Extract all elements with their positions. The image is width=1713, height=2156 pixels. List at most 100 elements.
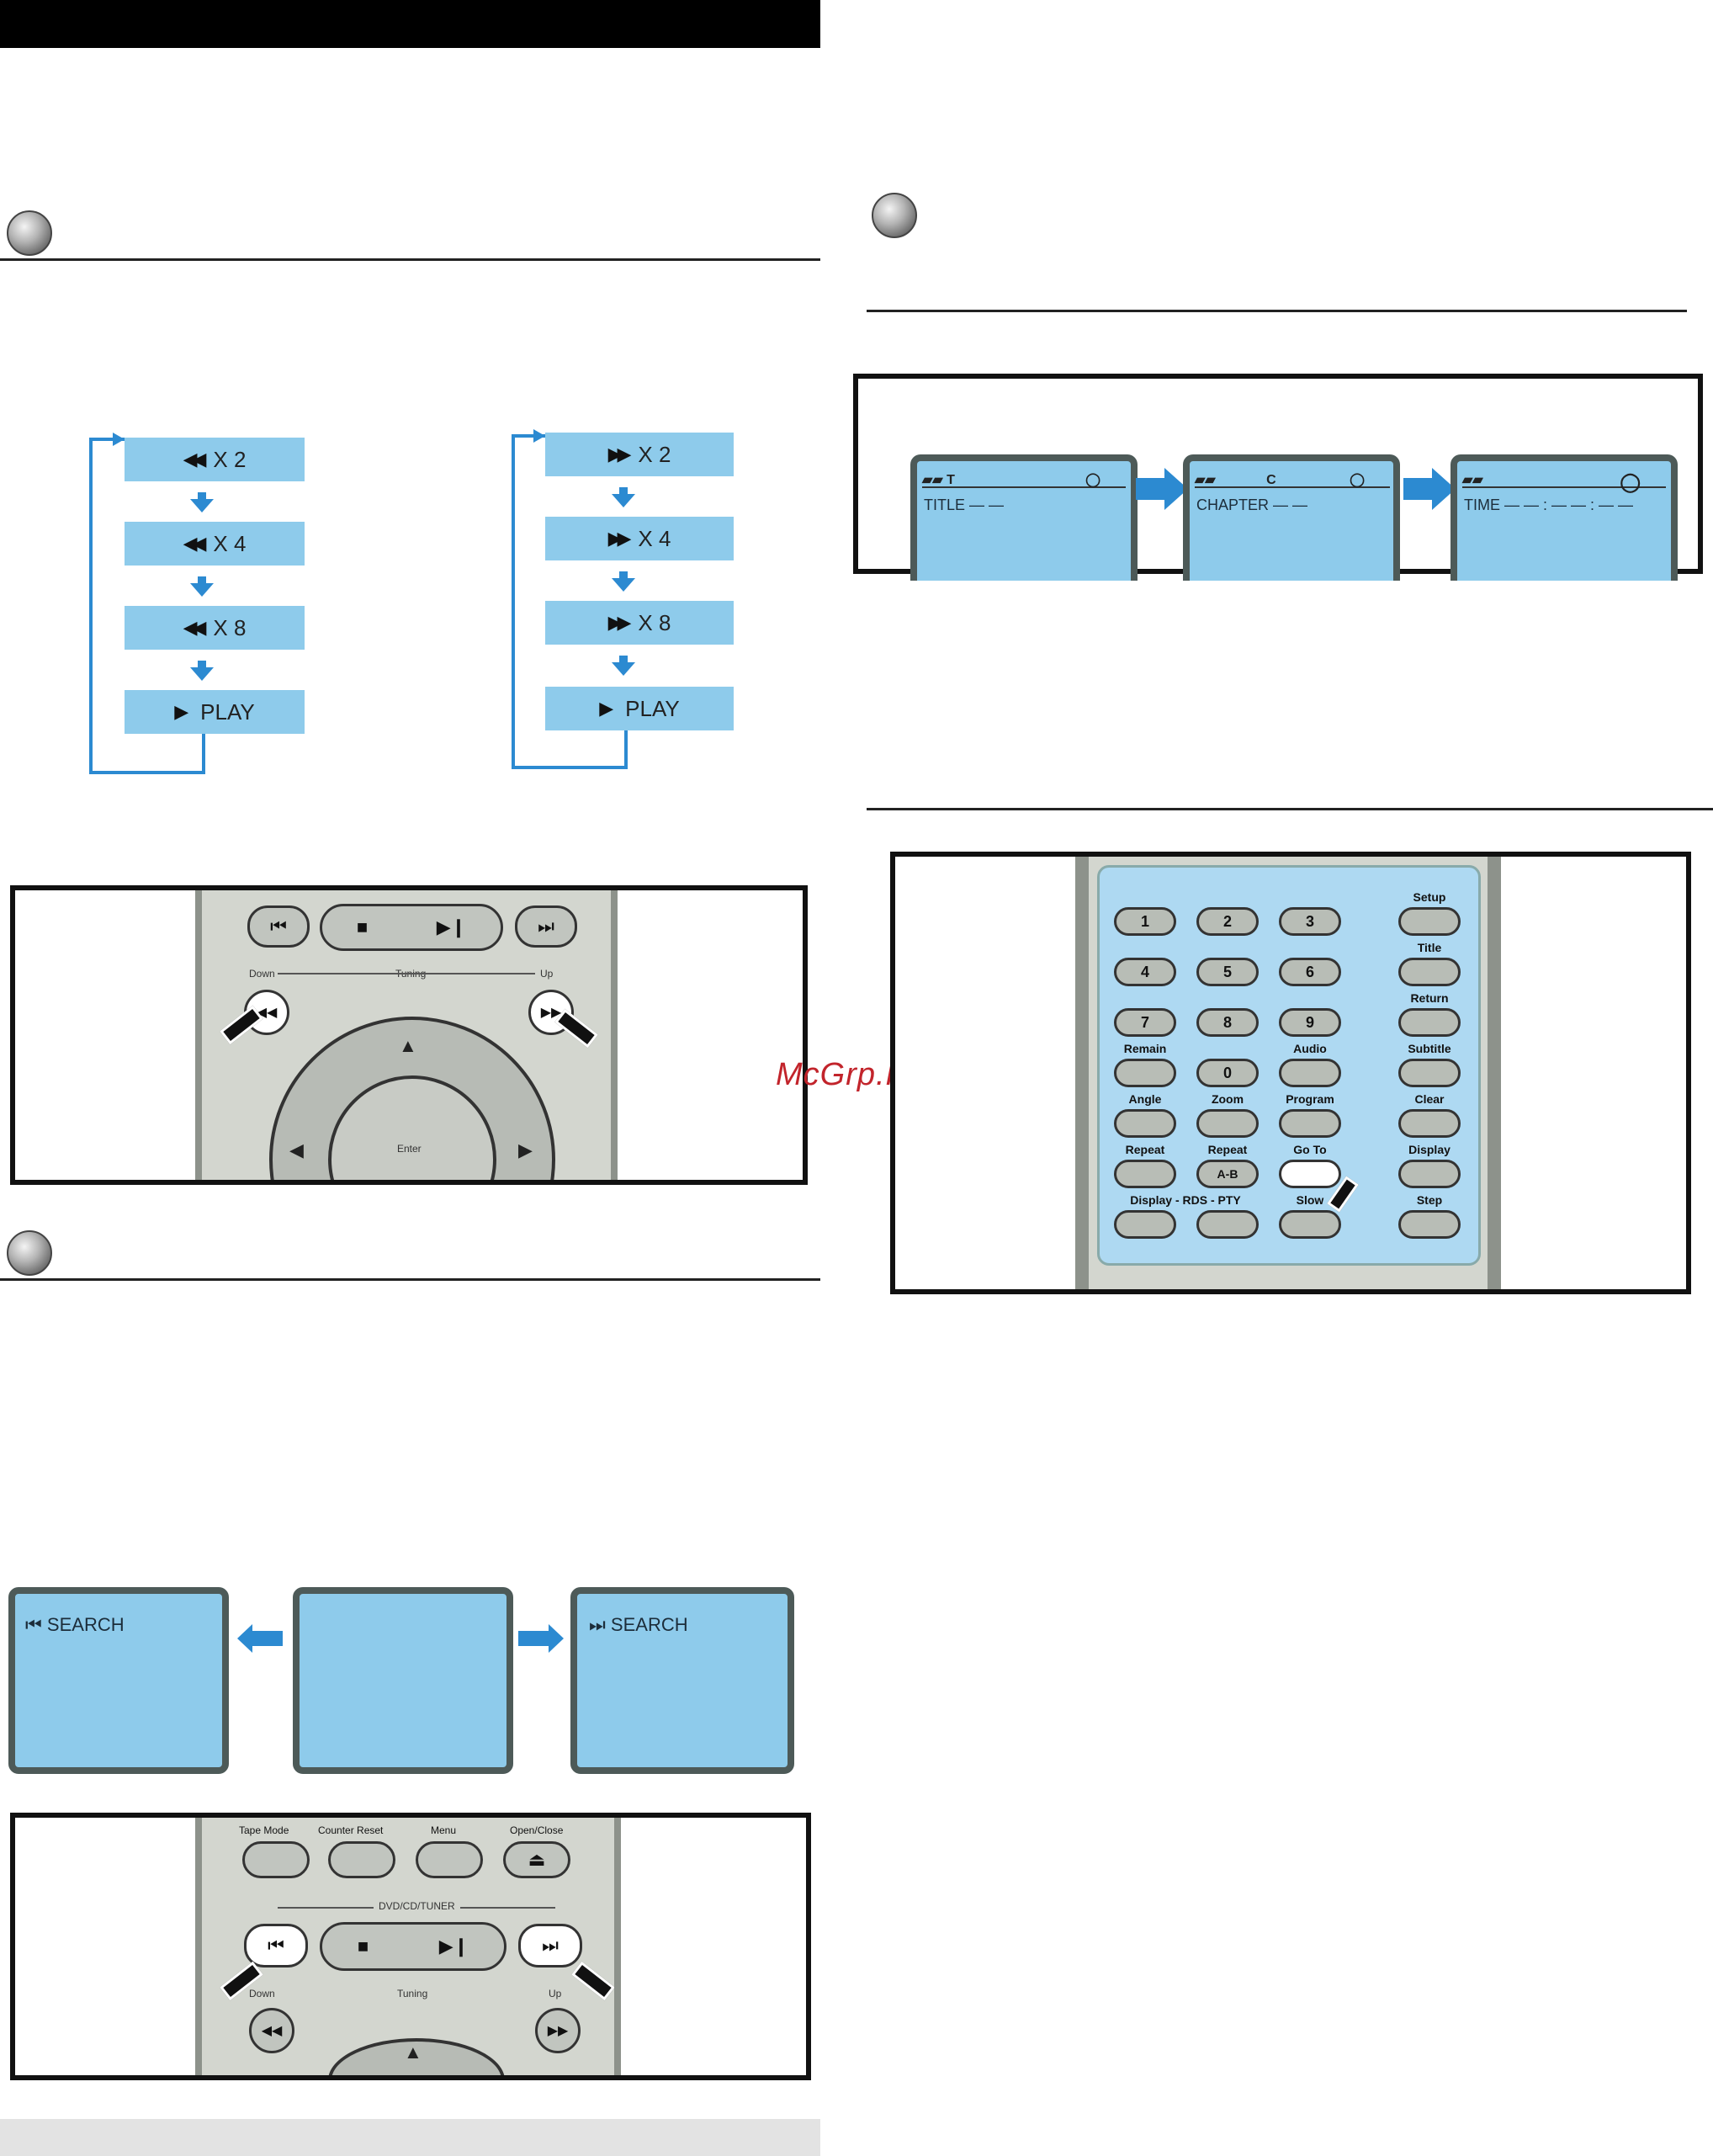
angle-button[interactable] bbox=[1114, 1109, 1176, 1138]
press-pointer-icon bbox=[571, 1961, 614, 2001]
stop-icon: ■ bbox=[357, 1936, 369, 1957]
number-9-button[interactable]: 9 bbox=[1279, 1008, 1341, 1037]
display-rds-button[interactable] bbox=[1114, 1210, 1176, 1239]
tv-screen-blank bbox=[293, 1587, 513, 1774]
remote-scan-illustration: ⏮ ■▶❙ ⏭ Down Tuning Up ◀◀ ▶▶ Enter ▲ ◀ ▶ bbox=[10, 885, 808, 1185]
fast-forward-icon: ▶▶ bbox=[607, 612, 632, 633]
number-4-button[interactable]: 4 bbox=[1114, 958, 1176, 986]
down-arrow-icon bbox=[612, 571, 635, 592]
right-arrow-icon[interactable]: ▶ bbox=[518, 1139, 533, 1160]
program-label: Program bbox=[1286, 1092, 1334, 1106]
tape-mode-button[interactable] bbox=[242, 1841, 310, 1878]
menu-button[interactable] bbox=[416, 1841, 483, 1878]
eject-icon: ⏏ bbox=[528, 1849, 546, 1870]
forward-step-1: ▶▶ X 2 bbox=[545, 433, 734, 476]
step-label: Step bbox=[1416, 1193, 1443, 1207]
open-close-button[interactable]: ⏏ bbox=[503, 1841, 570, 1878]
number-8-button[interactable]: 8 bbox=[1196, 1008, 1259, 1037]
rewind-button[interactable]: ◀◀ bbox=[249, 2008, 294, 2053]
reverse-step-4-label: PLAY bbox=[200, 698, 255, 725]
osd-header: ▰▰ ◯ bbox=[1462, 471, 1666, 492]
number-0-button[interactable]: 0 bbox=[1196, 1059, 1259, 1087]
stop-play-button-group[interactable]: ■▶❙ bbox=[320, 904, 503, 951]
next-button[interactable]: ⏭ bbox=[518, 1924, 582, 1967]
zoom-button[interactable] bbox=[1196, 1109, 1259, 1138]
section-bullet-icon bbox=[872, 193, 917, 238]
play-icon: ▶ bbox=[174, 701, 189, 722]
stop-play-button-group[interactable]: ■ ▶❙ bbox=[320, 1922, 506, 1971]
zoom-label: Zoom bbox=[1211, 1092, 1244, 1106]
display-label: Display bbox=[1408, 1143, 1450, 1156]
forward-step-2: ▶▶ X 4 bbox=[545, 517, 734, 560]
clock-icon: ◯ bbox=[1350, 473, 1365, 487]
fast-forward-button[interactable]: ▶▶ bbox=[535, 2008, 581, 2053]
up-arrow-icon[interactable]: ▲ bbox=[399, 1035, 417, 1056]
number-5-button[interactable]: 5 bbox=[1196, 958, 1259, 986]
osd-chapter-value: CHAPTER — — bbox=[1196, 497, 1308, 513]
keypad-illustration: Setup 1 2 3 Title 4 5 6 Return 7 8 9 Rem… bbox=[890, 852, 1691, 1294]
remote-body: Tape Mode Counter Reset Menu Open/Close … bbox=[195, 1818, 621, 2075]
section-divider bbox=[867, 808, 1713, 810]
rds-pty-button[interactable] bbox=[1196, 1210, 1259, 1239]
enter-label: Enter bbox=[397, 1143, 422, 1155]
play-pause-icon: ▶❙ bbox=[438, 1936, 469, 1957]
audio-button[interactable] bbox=[1279, 1059, 1341, 1087]
forward-step-1-label: X 2 bbox=[638, 441, 671, 467]
number-1-button[interactable]: 1 bbox=[1114, 907, 1176, 936]
right-arrow-icon bbox=[1136, 468, 1188, 514]
number-7-button[interactable]: 7 bbox=[1114, 1008, 1176, 1037]
footer-band bbox=[0, 2119, 820, 2156]
disc-icon: ▰▰ bbox=[1462, 473, 1483, 487]
clear-button[interactable] bbox=[1398, 1109, 1461, 1138]
tape-mode-label: Tape Mode bbox=[239, 1824, 289, 1836]
next-button[interactable]: ⏭ bbox=[515, 905, 577, 948]
osd-header: ▰▰ C◯ bbox=[1195, 471, 1390, 488]
subtitle-label: Subtitle bbox=[1408, 1042, 1451, 1055]
osd-screen-title: ▰▰ T◯ TITLE — — bbox=[910, 454, 1138, 581]
up-arrow-icon[interactable]: ▲ bbox=[404, 2042, 422, 2063]
menu-label: Menu bbox=[431, 1824, 457, 1836]
display-button[interactable] bbox=[1398, 1160, 1461, 1188]
forward-step-4: ▶ PLAY bbox=[545, 687, 734, 730]
prev-button[interactable]: ⏮ bbox=[244, 1924, 308, 1967]
repeat-button[interactable] bbox=[1114, 1160, 1176, 1188]
down-arrow-icon bbox=[190, 576, 214, 597]
program-button[interactable] bbox=[1279, 1109, 1341, 1138]
tuning-line bbox=[278, 973, 535, 974]
return-button[interactable] bbox=[1398, 1008, 1461, 1037]
counter-reset-button[interactable] bbox=[328, 1841, 395, 1878]
number-2-button[interactable]: 2 bbox=[1196, 907, 1259, 936]
clear-label: Clear bbox=[1414, 1092, 1445, 1106]
number-6-button[interactable]: 6 bbox=[1279, 958, 1341, 986]
slow-button[interactable] bbox=[1279, 1210, 1341, 1239]
up-label: Up bbox=[540, 968, 554, 980]
prev-button[interactable]: ⏮ bbox=[247, 905, 310, 948]
right-arrow-icon bbox=[1403, 468, 1456, 514]
tv-screen-prev-search: ⏮ SEARCH bbox=[8, 1587, 229, 1774]
section-bullet-icon bbox=[7, 1230, 52, 1276]
step-button[interactable] bbox=[1398, 1210, 1461, 1239]
title-button[interactable] bbox=[1398, 958, 1461, 986]
open-close-label: Open/Close bbox=[510, 1824, 564, 1836]
repeat-ab-button[interactable]: A-B bbox=[1196, 1160, 1259, 1188]
section-divider bbox=[867, 310, 1687, 312]
setup-button[interactable] bbox=[1398, 907, 1461, 936]
remain-label: Remain bbox=[1123, 1042, 1167, 1055]
left-arrow-icon bbox=[237, 1624, 283, 1653]
subtitle-button[interactable] bbox=[1398, 1059, 1461, 1087]
osd-sequence-illustration: ▰▰ T◯ TITLE — — ▰▰ C◯ CHAPTER — — ▰▰ ◯ T… bbox=[853, 374, 1703, 581]
title-label: Title bbox=[1417, 941, 1442, 954]
remain-button[interactable] bbox=[1114, 1059, 1176, 1087]
forward-step-2-label: X 4 bbox=[638, 525, 671, 551]
repeat-ab-label: Repeat bbox=[1207, 1143, 1248, 1156]
reverse-step-2: ◀◀ X 4 bbox=[125, 522, 305, 566]
angle-label: Angle bbox=[1128, 1092, 1162, 1106]
number-3-button[interactable]: 3 bbox=[1279, 907, 1341, 936]
down-label: Down bbox=[249, 1988, 275, 1999]
reverse-step-3-label: X 8 bbox=[213, 614, 247, 640]
goto-button[interactable] bbox=[1279, 1160, 1341, 1188]
up-label: Up bbox=[549, 1988, 562, 1999]
left-arrow-icon[interactable]: ◀ bbox=[289, 1139, 304, 1160]
down-arrow-icon bbox=[190, 661, 214, 681]
forward-step-3-label: X 8 bbox=[638, 609, 671, 635]
